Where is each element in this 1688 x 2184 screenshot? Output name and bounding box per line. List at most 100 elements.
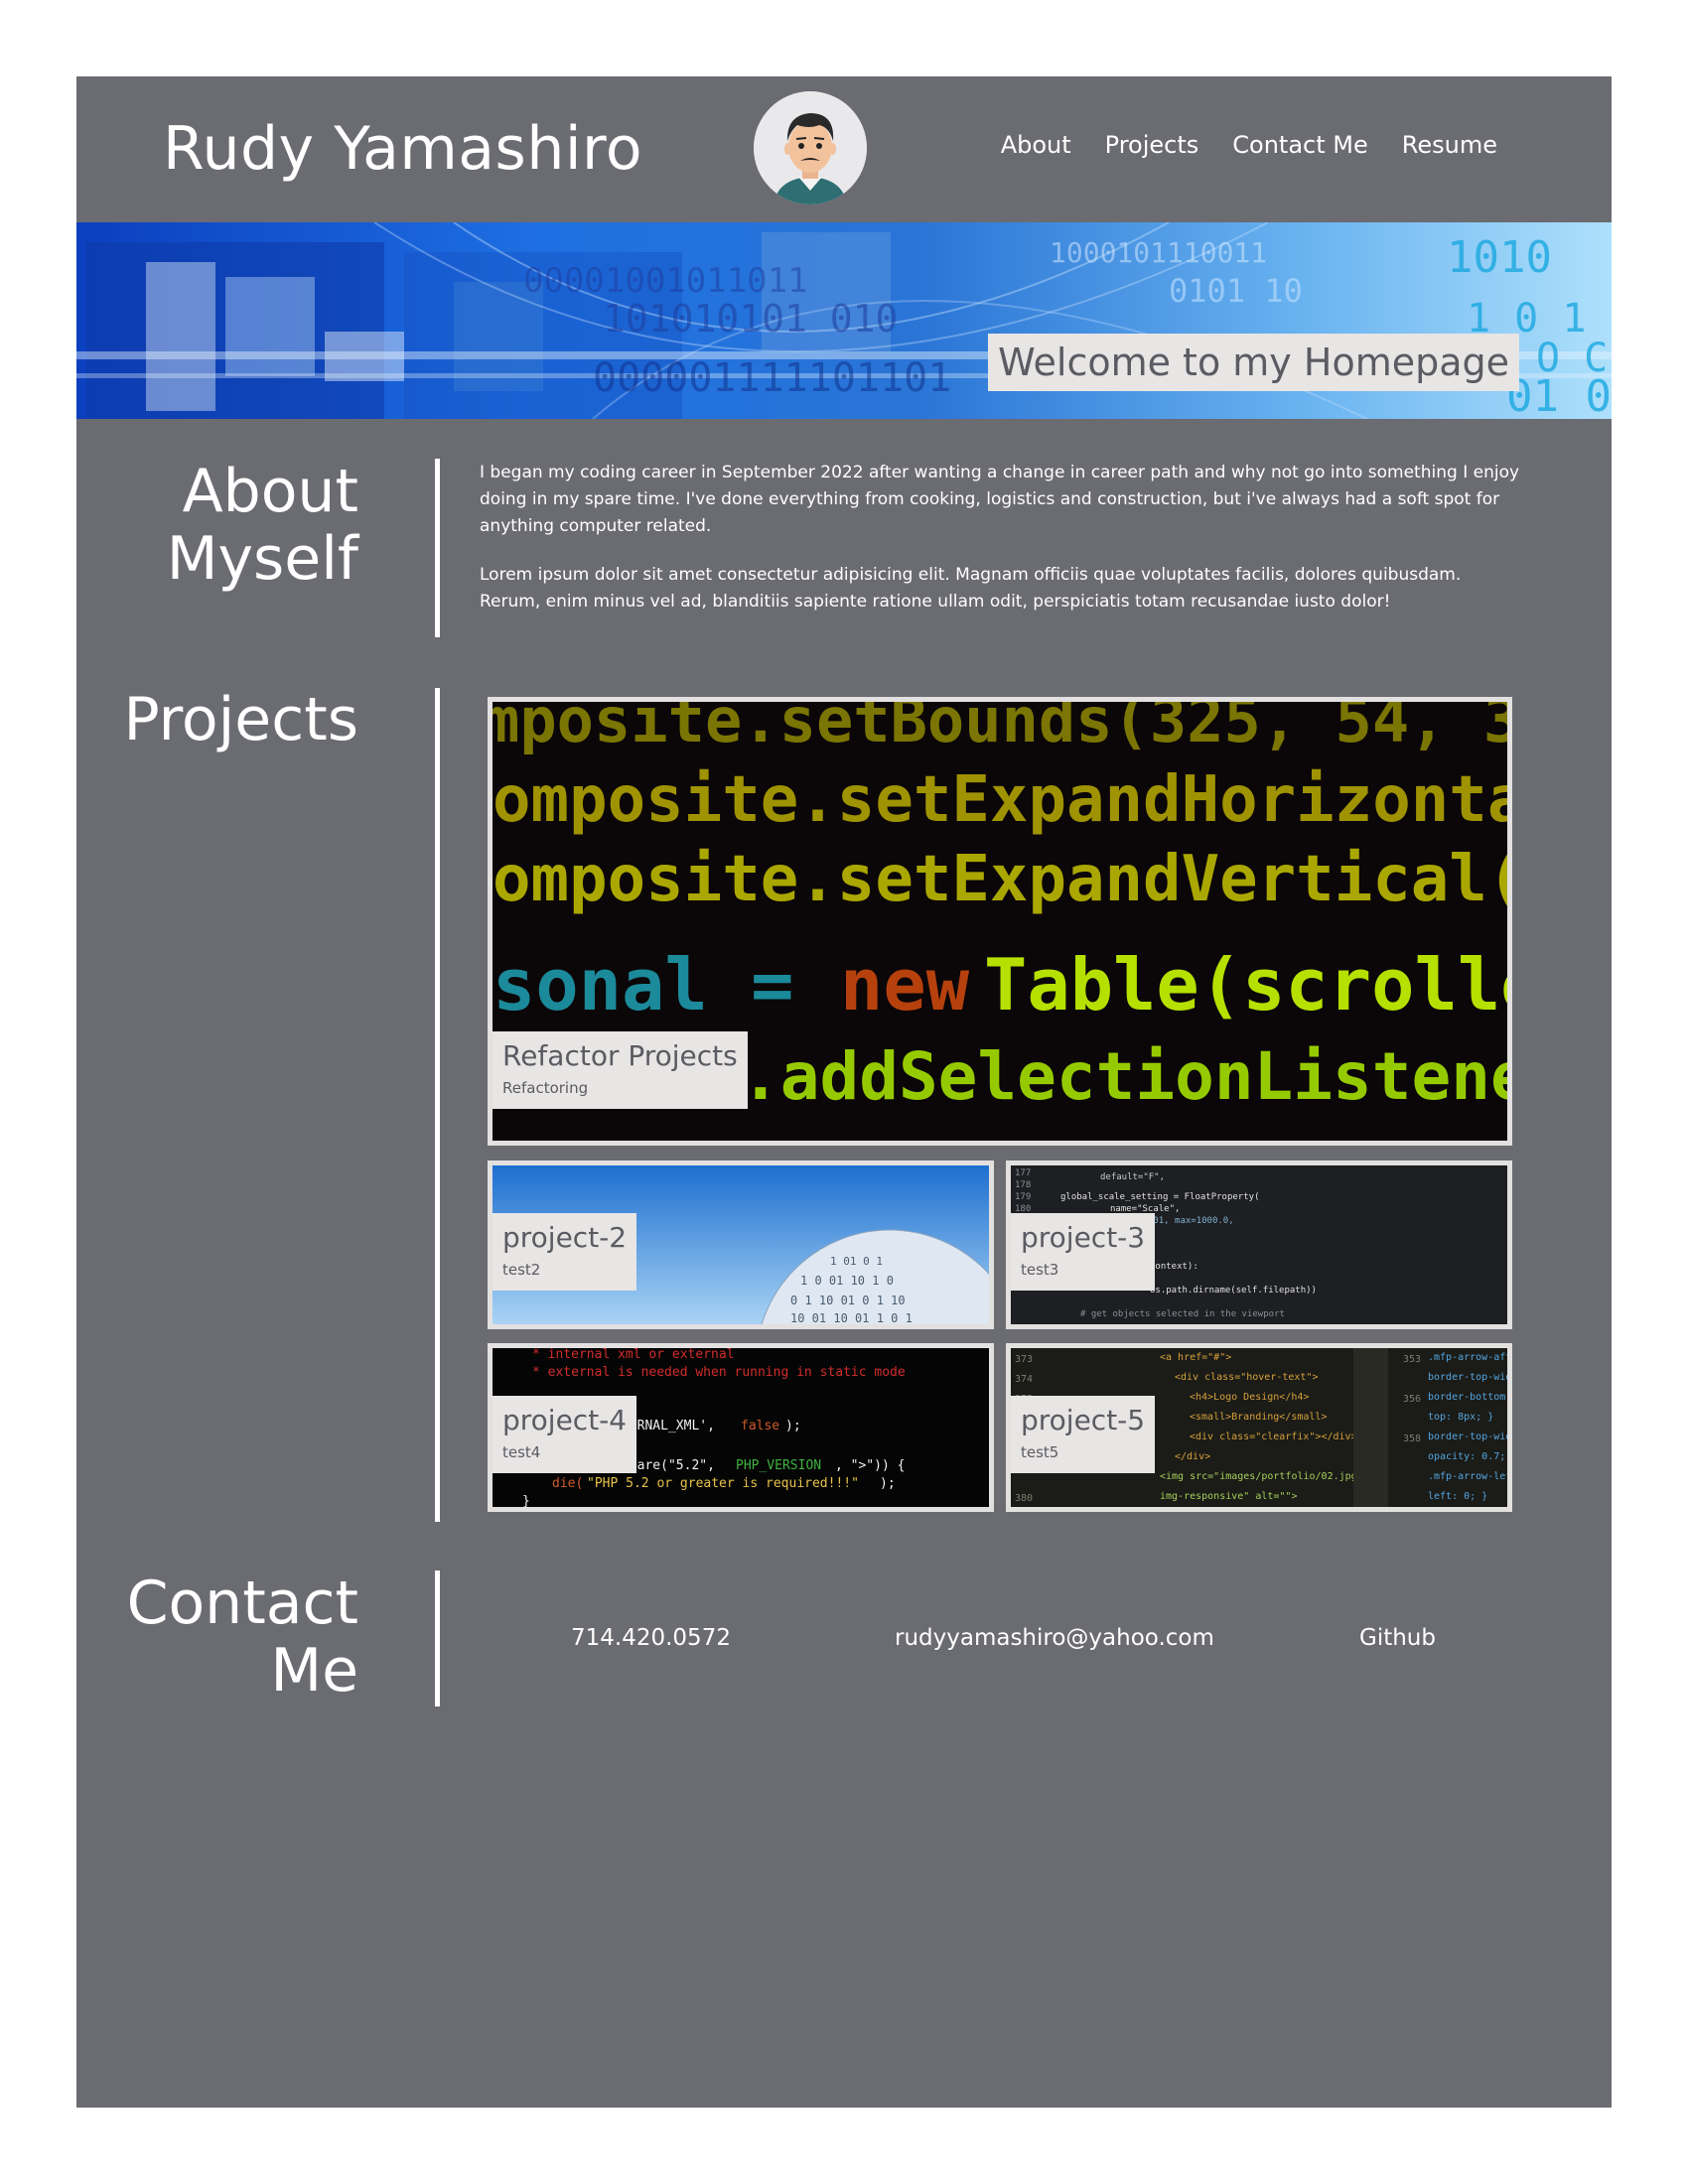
about-paragraph-1: I began my coding career in September 20…: [480, 463, 1520, 536]
svg-text:border-top-width: border-top-width: [1428, 1372, 1507, 1383]
about-heading-line1: About: [182, 457, 358, 526]
svg-text:new: new: [840, 943, 970, 1026]
svg-text:.mfp-arrow-after,: .mfp-arrow-after,: [1428, 1352, 1507, 1363]
project-1-image: mposite.setBounds(325, 54, 319, omposite…: [492, 702, 1507, 1141]
svg-text:context):: context):: [1150, 1262, 1198, 1272]
project-4-title: project-4: [502, 1404, 628, 1436]
hero-banner: 00001001011011 101010101 010 00000111110…: [76, 222, 1612, 419]
svg-text:PHP_VERSION: PHP_VERSION: [736, 1458, 821, 1473]
project-card-4[interactable]: * internal xml or external * external is…: [488, 1343, 994, 1512]
project-1-subtitle: Refactoring: [502, 1079, 589, 1097]
project-card-2[interactable]: 1 0 01 10 1 0 0 1 10 01 0 1 10 1 01 0 1 …: [488, 1160, 994, 1329]
project-1-title: Refactor Projects: [502, 1039, 738, 1072]
svg-text:180: 180: [1015, 1204, 1031, 1214]
about-heading-line2: Myself: [166, 524, 358, 594]
site-title: Rudy Yamashiro: [163, 114, 643, 184]
page-container: Rudy Yamashiro About Projects Cont: [76, 76, 1612, 2108]
about-heading: About Myself: [167, 458, 358, 593]
svg-text:1 0 01 10 1 0: 1 0 01 10 1 0: [800, 1274, 894, 1288]
svg-text:, ">")) {: , ">")) {: [835, 1458, 905, 1473]
svg-text:358: 358: [1403, 1433, 1421, 1444]
svg-text:"PHP 5.2 or greater is require: "PHP 5.2 or greater is required!!!": [587, 1476, 859, 1491]
avatar: [754, 91, 867, 205]
project-card-5[interactable]: 373374375380 <a href="#"> <div class="ho…: [1006, 1343, 1512, 1512]
svg-text:<div class="hover-text">: <div class="hover-text">: [1175, 1372, 1319, 1383]
nav-link-about[interactable]: About: [1000, 131, 1071, 159]
project-5-image: 373374375380 <a href="#"> <div class="ho…: [1011, 1348, 1507, 1507]
project-4-label: project-4 test4: [492, 1396, 637, 1473]
svg-text:<small>Branding</small>: <small>Branding</small>: [1190, 1412, 1327, 1423]
contact-heading: Contact Me: [127, 1570, 358, 1705]
svg-text:00001001011011: 00001001011011: [523, 261, 808, 301]
svg-text:name="Scale",: name="Scale",: [1110, 1204, 1180, 1214]
contact-heading-line1: Contact: [126, 1569, 358, 1638]
contact-github-link[interactable]: Github: [1359, 1625, 1436, 1651]
svg-text:10 01 10 01 1 0 1: 10 01 10 01 1 0 1: [790, 1311, 913, 1324]
svg-text:* internal xml or external: * internal xml or external: [532, 1348, 735, 1362]
project-4-subtitle: test4: [502, 1443, 541, 1461]
project-5-subtitle: test5: [1021, 1443, 1059, 1461]
main-nav: About Projects Contact Me Resume: [1001, 131, 1497, 159]
svg-text:img-responsive" alt="">: img-responsive" alt="">: [1160, 1491, 1297, 1502]
project-3-title: project-3: [1021, 1221, 1146, 1254]
svg-text:top: 8px; }: top: 8px; }: [1428, 1412, 1493, 1423]
svg-text:die(: die(: [552, 1476, 583, 1491]
svg-text:</div>: </div>: [1175, 1451, 1210, 1462]
svg-text:.addSelectionListener(new S: .addSelectionListener(new S: [741, 1038, 1507, 1115]
about-divider: [435, 459, 440, 637]
svg-text:border-top-width: border-top-width: [1428, 1432, 1507, 1442]
svg-text:179: 179: [1015, 1192, 1031, 1202]
project-2-title: project-2: [502, 1221, 628, 1254]
project-2-label: project-2 test2: [492, 1213, 637, 1291]
svg-text:<h4>Logo Design</h4>: <h4>Logo Design</h4>: [1190, 1392, 1309, 1403]
svg-text:mposite.setBounds(325, 54, 319: mposite.setBounds(325, 54, 319,: [492, 702, 1507, 756]
svg-text:opacity: 0.7; }: opacity: 0.7; }: [1428, 1451, 1507, 1462]
projects-heading-text: Projects: [123, 685, 358, 754]
svg-text:);: );: [880, 1476, 896, 1491]
svg-text:O C: O C: [1536, 336, 1608, 381]
svg-text:01 0: 01 0: [1506, 371, 1612, 419]
svg-text:178: 178: [1015, 1180, 1031, 1190]
projects-divider: [435, 688, 440, 1522]
svg-text:353: 353: [1403, 1354, 1421, 1365]
svg-text:000001111101101: 000001111101101: [593, 355, 951, 401]
project-card-refactor[interactable]: mposite.setBounds(325, 54, 319, omposite…: [488, 697, 1512, 1146]
svg-text:0101 10: 0101 10: [1169, 272, 1303, 310]
project-1-label: Refactor Projects Refactoring: [492, 1031, 748, 1109]
svg-text:1000101110011: 1000101110011: [1050, 236, 1267, 269]
svg-text:380: 380: [1015, 1493, 1033, 1504]
svg-text:101010101 010: 101010101 010: [603, 297, 898, 341]
svg-text:}: }: [522, 1494, 530, 1507]
svg-text:os.path.dirname(self.filepath): os.path.dirname(self.filepath)): [1150, 1286, 1317, 1296]
svg-text:TERNAL_XML',: TERNAL_XML',: [622, 1419, 715, 1433]
svg-text:false: false: [741, 1419, 779, 1433]
nav-link-resume[interactable]: Resume: [1401, 131, 1497, 159]
project-2-subtitle: test2: [502, 1261, 541, 1279]
svg-text:default="F",: default="F",: [1100, 1172, 1165, 1182]
svg-text:374: 374: [1015, 1374, 1033, 1385]
about-text: I began my coding career in September 20…: [480, 460, 1522, 637]
svg-text:356: 356: [1403, 1394, 1421, 1405]
contact-heading-line2: Me: [270, 1636, 358, 1706]
contact-divider: [435, 1570, 440, 1706]
svg-text:1 01 0 1: 1 01 0 1: [830, 1255, 883, 1268]
project-5-title: project-5: [1021, 1404, 1146, 1436]
contact-phone[interactable]: 714.420.0572: [571, 1625, 731, 1651]
svg-text:sonal =: sonal =: [492, 943, 793, 1026]
svg-text:* external is needed when runn: * external is needed when running in sta…: [532, 1365, 906, 1380]
svg-text:omposite.setExpandVertical(tru: omposite.setExpandVertical(true): [492, 843, 1507, 916]
svg-text:.mfp-arrow-left {: .mfp-arrow-left {: [1428, 1471, 1507, 1482]
svg-text:omposite.setExpandHorizontal(t: omposite.setExpandHorizontal(tru: [492, 763, 1507, 837]
contact-email[interactable]: rudyyamashiro@yahoo.com: [895, 1625, 1214, 1651]
svg-text:0 1 10 01 0 1 10: 0 1 10 01 0 1 10: [790, 1294, 906, 1307]
project-card-3[interactable]: 177178179180181 default="F", global_scal…: [1006, 1160, 1512, 1329]
svg-text:);: );: [785, 1419, 801, 1433]
project-5-label: project-5 test5: [1011, 1396, 1156, 1473]
project-3-label: project-3 test3: [1011, 1213, 1156, 1291]
nav-link-projects[interactable]: Projects: [1104, 131, 1199, 159]
svg-text:<img src="images/portfolio/02.: <img src="images/portfolio/02.jpg": [1160, 1471, 1363, 1482]
nav-link-contact[interactable]: Contact Me: [1232, 131, 1368, 159]
svg-text:left: 0; }: left: 0; }: [1428, 1491, 1487, 1502]
svg-text:# get objects selected in the: # get objects selected in the viewport: [1080, 1309, 1285, 1319]
svg-text:177: 177: [1015, 1168, 1031, 1178]
